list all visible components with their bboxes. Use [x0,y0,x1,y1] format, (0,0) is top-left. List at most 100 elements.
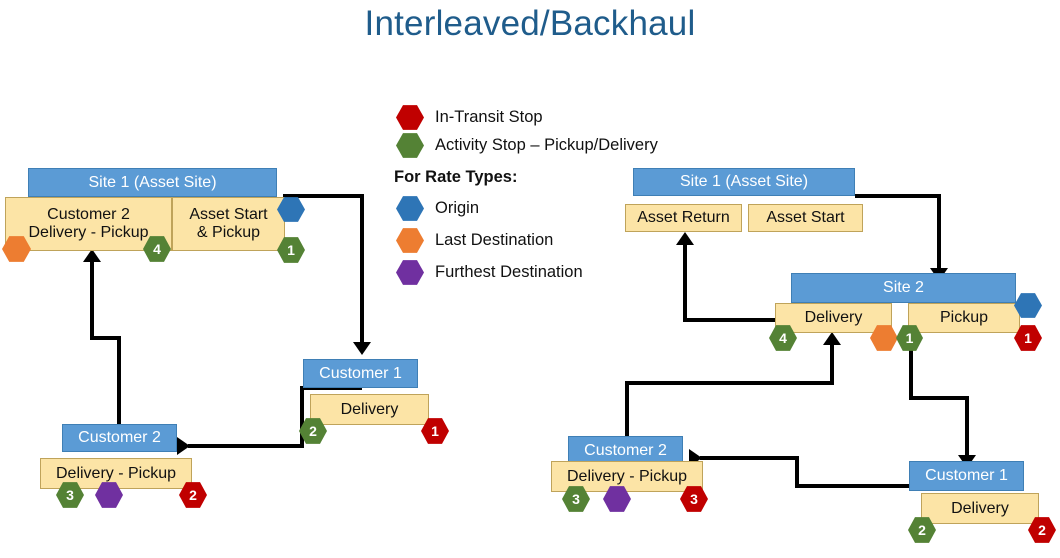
legend-label-origin: Origin [435,199,480,217]
connector-right-site2-to-customer1-down [965,396,969,458]
connector-right-customer1-to-customer2-horizontal [795,484,915,488]
connector-left-customer1-to-customer2-top [300,386,362,390]
right-site2-cell-pickup-line1: Pickup [939,309,989,327]
right-site2-last-destination-badge [870,324,898,352]
legend-item-furthest-destination: Furthest Destination [396,259,583,286]
left-customer2-header: Customer 2 [62,424,177,452]
left-site1-cell-asset-start-line1: Asset Start [189,206,268,224]
right-site1-cell-asset-start: Asset Start [748,204,863,232]
left-customer2-cell-delivery-pickup-line1: Delivery - Pickup [55,464,177,482]
connector-right-customer1-to-customer2-vertical [795,456,799,488]
arrowhead-right-into-asset-return [676,232,694,245]
left-customer1-activity-badge: 2 [299,417,327,445]
left-customer1-in-transit-badge: 1 [421,417,449,445]
connector-left-customer1-to-customer2-horizontal [188,444,304,448]
right-site2-activity-badge-4: 4 [769,324,797,352]
right-site1-header: Site 1 (Asset Site) [633,168,855,196]
legend-label-last-destination: Last Destination [435,231,554,249]
right-site1-cell-asset-return: Asset Return [625,204,742,232]
right-site2-activity-badge-1-value: 1 [905,330,914,346]
legend-label-activity: Activity Stop – Pickup/Delivery [435,136,658,154]
connector-right-site2-to-customer1-vertical [909,336,913,400]
left-site1-origin-badge [277,196,305,223]
left-site1-cell-asset-start: Asset Start & Pickup [172,197,285,251]
left-customer2-activity-badge: 3 [56,481,84,509]
connector-right-site2-to-site1-vertical [683,245,687,322]
connector-left-customer2-to-site1-v2 [90,262,94,340]
right-site2-activity-badge-1: 1 [896,324,923,352]
connector-left-site1-to-customer1-horizontal [283,194,364,198]
right-customer1-in-transit-badge: 2 [1028,516,1056,544]
left-customer1-header: Customer 1 [303,359,418,388]
left-site1-cell-customer2-line2: Delivery - Pickup [28,224,149,241]
left-site1-activity-badge-1-value: 1 [287,242,295,258]
legend-item-activity: Activity Stop – Pickup/Delivery [396,132,658,159]
connector-right-customer1-to-customer2-top [700,456,799,460]
furthest-destination-hex-icon [396,260,424,285]
right-site2-cell-delivery-line1: Delivery [804,309,863,327]
left-site1-cell-customer2-line1: Customer 2 [47,206,130,224]
right-customer2-activity-badge-value: 3 [572,491,580,507]
left-customer1-activity-badge-value: 2 [309,423,317,439]
left-customer1-in-transit-badge-value: 1 [431,423,439,439]
right-customer2-in-transit-badge: 3 [680,485,708,513]
left-site1-activity-badge-4-value: 4 [153,241,161,257]
connector-right-site1-to-site2-horizontal [855,194,941,198]
connector-right-site2-to-site1-horizontal [683,318,775,322]
arrowhead-left-into-customer1 [353,342,371,355]
right-customer1-activity-badge-value: 2 [918,522,926,538]
left-site1-header: Site 1 (Asset Site) [28,168,277,197]
connector-right-customer2-to-site2-horizontal [625,381,834,385]
right-customer2-cell-delivery-pickup-line1: Delivery - Pickup [566,467,688,485]
right-customer1-in-transit-badge-value: 2 [1038,522,1046,538]
connector-right-customer2-to-site2-vertical [625,381,629,437]
legend-item-last-destination: Last Destination [396,227,553,254]
connector-left-customer2-to-site1-horizontal [90,336,121,340]
connector-right-site1-to-site2-vertical [937,194,941,270]
right-site1-cell-asset-return-line1: Asset Return [637,209,730,227]
left-customer2-furthest-destination-badge [95,481,123,509]
left-customer2-in-transit-badge-value: 2 [189,487,197,503]
right-customer1-cell-delivery: Delivery [921,493,1039,524]
legend-label-furthest-destination: Furthest Destination [435,263,583,281]
right-customer1-header: Customer 1 [909,461,1024,491]
right-customer1-cell-delivery-line1: Delivery [951,499,1009,517]
right-customer2-activity-badge: 3 [562,485,590,513]
right-customer2-in-transit-badge-value: 3 [690,491,698,507]
right-customer2-furthest-destination-badge [603,485,631,513]
right-site2-header: Site 2 [791,273,1016,303]
legend-item-origin: Origin [396,195,479,222]
right-customer2-header: Customer 2 [568,436,683,465]
in-transit-hex-icon [396,105,424,130]
connector-right-site2-to-customer1-horizontal [909,396,969,400]
left-site1-cell-asset-start-line2: & Pickup [196,224,261,241]
connector-left-customer2-to-site1-v1 [117,336,121,426]
left-site1-activity-badge-1: 1 [277,236,305,264]
left-customer1-cell-delivery-line1: Delivery [340,400,399,418]
right-site2-origin-badge [1014,292,1042,319]
right-site2-in-transit-badge: 1 [1014,324,1042,352]
last-destination-hex-icon [396,228,424,253]
page-title: Interleaved/Backhaul [364,4,696,43]
right-customer1-activity-badge: 2 [908,516,936,544]
legend-heading-rate-types: For Rate Types: [394,168,518,186]
legend-item-in-transit: In-Transit Stop [396,104,543,131]
left-customer2-activity-badge-value: 3 [66,487,74,503]
activity-hex-icon [396,133,424,158]
arrowhead-right-into-site2-delivery [823,332,841,345]
left-site1-activity-badge-4: 4 [143,235,171,263]
left-site1-cell-customer2: Customer 2 Delivery - Pickup [5,197,172,251]
arrowhead-left-into-customer2 [177,437,190,455]
right-site2-cell-pickup: Pickup [908,303,1020,333]
arrowhead-left-into-site1 [83,249,101,262]
left-customer1-cell-delivery: Delivery [310,394,429,425]
connector-left-customer1-to-customer2-vertical [300,386,304,448]
right-site2-in-transit-badge-value: 1 [1024,330,1032,346]
connector-right-customer2-to-site2-up [830,345,834,385]
right-site1-cell-asset-start-line1: Asset Start [766,209,845,227]
connector-left-site1-to-customer1-vertical [360,194,364,344]
right-site2-activity-badge-4-value: 4 [779,330,787,346]
origin-hex-icon [396,196,424,221]
left-customer2-in-transit-badge: 2 [179,481,207,509]
